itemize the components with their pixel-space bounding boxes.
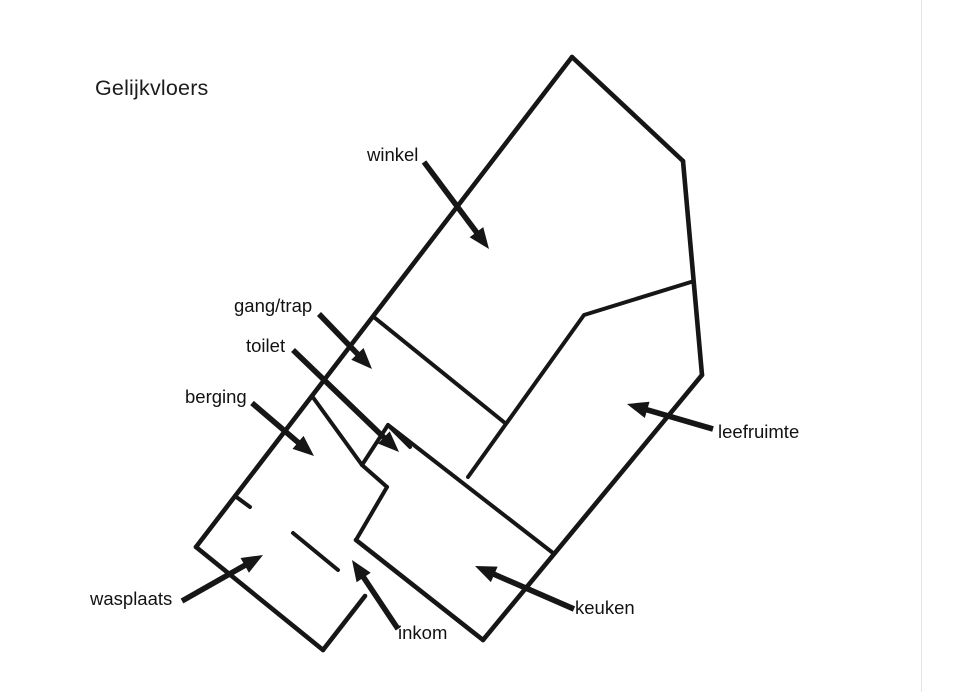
room-label-toilet: toilet <box>246 335 286 356</box>
room-label-winkel: winkel <box>367 144 419 165</box>
wall-winkel-leefruimte-wall <box>466 280 693 479</box>
room-label-wasplaats: wasplaats <box>90 588 173 609</box>
wall-outer-se-edge <box>480 372 705 643</box>
arrow-winkel <box>421 160 489 249</box>
wall-inkom-east-wall <box>354 485 389 542</box>
arrow-toilet <box>291 347 399 452</box>
arrow-head <box>351 347 372 369</box>
arrow-shaft <box>487 569 576 612</box>
arrow-shaft <box>357 570 401 631</box>
arrow-berging <box>250 400 314 456</box>
page-right-edge-line <box>921 0 922 692</box>
room-label-leefruimte: leefruimte <box>718 421 800 442</box>
arrow-head <box>627 401 650 419</box>
wall-wasplaats-se-wall <box>320 593 368 653</box>
wall-keuken-nw-wall <box>386 423 555 555</box>
wall-nw-edge-door-tick <box>233 494 252 509</box>
arrow-leefruimte <box>627 401 714 432</box>
wall-outer-sw-edge <box>193 544 326 653</box>
room-label-berging: berging <box>185 386 247 407</box>
arrow-head <box>352 560 371 583</box>
arrow-head <box>240 555 263 573</box>
arrow-head <box>377 431 399 452</box>
arrow-shaft <box>250 400 305 449</box>
wall-outer-nw-edge <box>193 54 575 550</box>
arrow-head <box>469 227 489 249</box>
wall-inkom-west-wall <box>291 531 340 572</box>
arrow-keuken <box>475 566 576 612</box>
arrow-gang-trap <box>316 312 372 369</box>
arrow-shaft <box>291 347 391 444</box>
arrow-head <box>475 566 498 583</box>
arrow-shaft <box>316 312 364 361</box>
arrow-shaft <box>180 559 252 604</box>
arrow-shaft <box>640 405 714 432</box>
arrow-head <box>292 435 314 456</box>
room-label-gang-trap: gang/trap <box>234 295 313 316</box>
room-label-keuken: keuken <box>575 597 635 618</box>
wall-berging-gang-wall <box>310 394 364 467</box>
room-label-inkom: inkom <box>398 622 448 643</box>
wall-outer-top-cut-edge <box>569 54 686 164</box>
wall-outer-right-edge <box>680 158 705 378</box>
arrow-wasplaats <box>180 555 263 604</box>
arrow-inkom <box>352 560 401 631</box>
arrow-shaft <box>421 160 483 239</box>
page-title: Gelijkvloers <box>95 76 209 100</box>
wall-gang-north-wall <box>373 316 507 425</box>
wall-keuken-sw-edge <box>353 537 486 643</box>
wall-toilet-room-walls <box>360 423 412 489</box>
